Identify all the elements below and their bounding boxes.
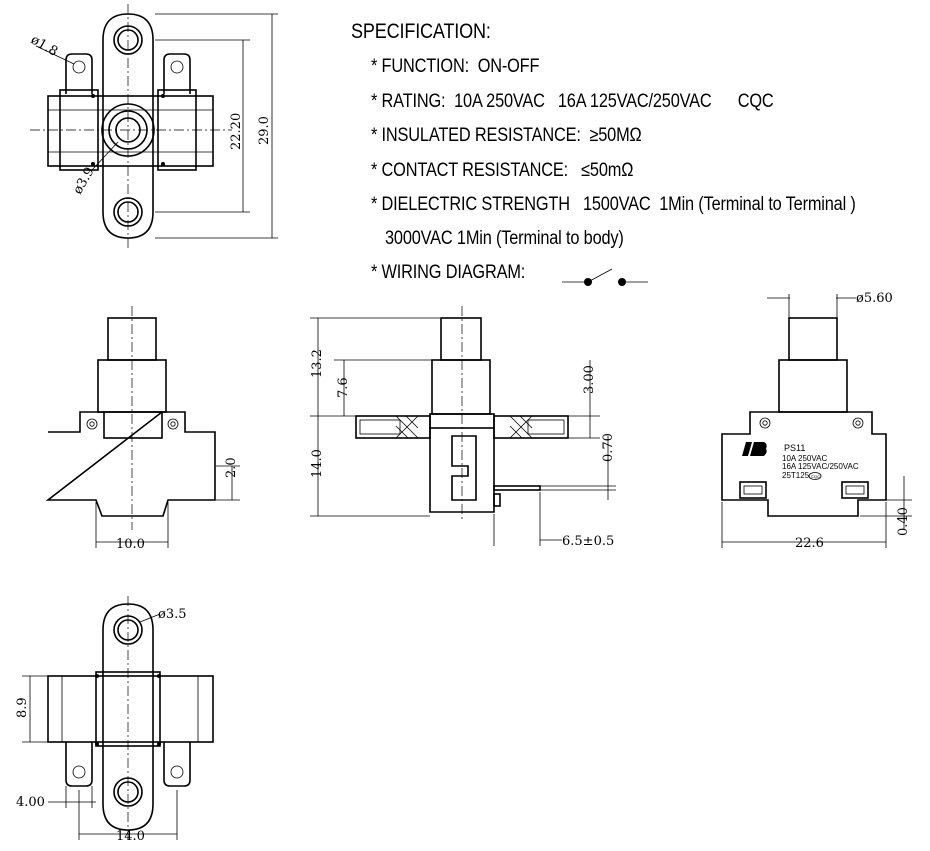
spec-rating: * RATING: 10A 250VAC 16A 125VAC/250VAC C… bbox=[371, 91, 774, 112]
dim-10-0: 10.0 bbox=[116, 537, 145, 552]
dim-d3-5: ø3.5 bbox=[158, 607, 187, 622]
marking-model: PS11 bbox=[784, 443, 805, 453]
dim-22-6: 22.6 bbox=[795, 536, 824, 551]
dim-13-2: 13.2 bbox=[310, 349, 325, 378]
dim-0-40: 0.40 bbox=[896, 507, 911, 536]
spec-insulated-resistance: * INSULATED RESISTANCE: ≥50MΩ bbox=[371, 125, 642, 146]
dim-d5-60: ø5.60 bbox=[856, 291, 893, 306]
bottom-view: ø3.5 8.9 4.00 14.0 bbox=[15, 596, 214, 844]
marking-line2: 16A 125VAC/250VAC bbox=[782, 462, 859, 471]
dim-14-0: 14.0 bbox=[310, 449, 325, 478]
top-view: ø1.8 ø3.9 22.20 29.0 bbox=[28, 4, 278, 250]
dim-2-0: 2.0 bbox=[224, 457, 239, 478]
side-view: 13.2 7.6 14.0 3.00 0.70 6.5±0.5 bbox=[310, 306, 616, 549]
dim-14-0-bottom: 14.0 bbox=[116, 829, 145, 844]
spec-title: SPECIFICATION: bbox=[351, 20, 491, 43]
dim-4-00: 4.00 bbox=[16, 795, 45, 810]
dim-29-0: 29.0 bbox=[257, 116, 272, 145]
back-view: PS11 10A 250VAC 16A 125VAC/250VAC 25T125… bbox=[721, 291, 912, 551]
spec-function: * FUNCTION: ON-OFF bbox=[371, 56, 540, 77]
dim-7-6: 7.6 bbox=[336, 377, 351, 398]
marking-line3: 25T125 bbox=[782, 471, 810, 480]
spec-dielectric-strength-body: 3000VAC 1Min (Terminal to body) bbox=[385, 228, 624, 249]
marking-cert: CQC bbox=[811, 474, 820, 479]
spec-wiring-diagram: * WIRING DIAGRAM: bbox=[371, 262, 526, 283]
dim-d18: ø1.8 bbox=[28, 32, 60, 59]
front-view: 2.0 10.0 bbox=[45, 306, 240, 552]
wiring-switch-symbol bbox=[562, 268, 648, 286]
marking-line1: 10A 250VAC bbox=[782, 454, 827, 463]
dim-8-9: 8.9 bbox=[15, 697, 30, 718]
spec-dielectric-strength: * DIELECTRIC STRENGTH 1500VAC 1Min (Term… bbox=[371, 194, 856, 215]
dim-22-20: 22.20 bbox=[229, 113, 244, 150]
dim-6-5: 6.5±0.5 bbox=[562, 534, 614, 549]
dim-3-00: 3.00 bbox=[582, 365, 597, 394]
spec-contact-resistance: * CONTACT RESISTANCE: ≤50mΩ bbox=[371, 160, 634, 181]
dim-0-70: 0.70 bbox=[601, 433, 616, 462]
